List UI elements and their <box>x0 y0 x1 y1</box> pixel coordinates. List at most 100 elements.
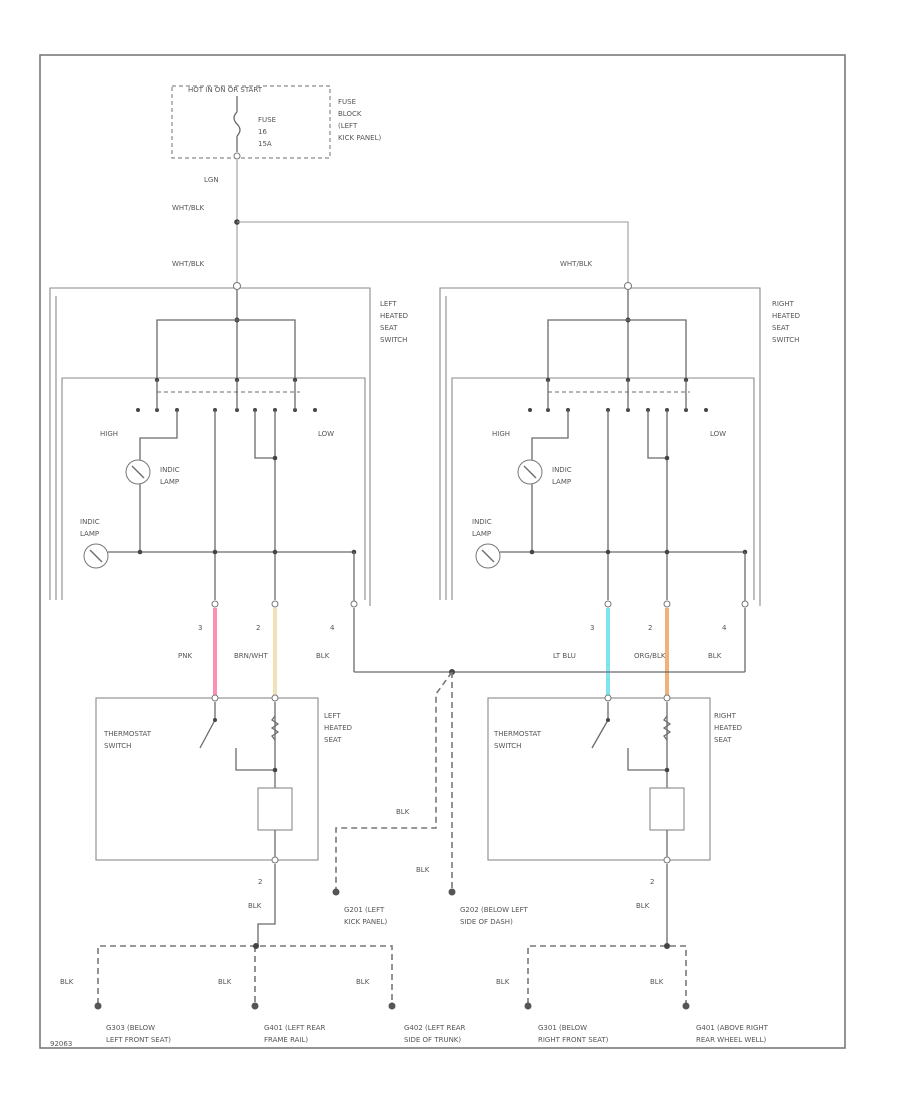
ground-label-4a: G301 (BELOW <box>538 1024 587 1032</box>
right-pin-3: 4 <box>722 624 727 632</box>
right-thermostat-switch-icon <box>591 719 609 749</box>
left-pin-3: 4 <box>330 624 335 632</box>
ground-icon <box>332 888 340 896</box>
right-seat-name-1: RIGHT <box>714 712 737 720</box>
right-low-label: LOW <box>710 430 726 438</box>
left-heated-seat-switch: LEFT HEATED SEAT SWITCH HIGH LOW INDIC <box>49 282 408 606</box>
diagram-frame <box>39 54 846 1049</box>
right-indic-lamp-label-2: LAMP <box>552 478 571 486</box>
ground-icon <box>682 1002 690 1010</box>
right-seat-name-3: SEAT <box>714 736 732 744</box>
left-heated-seat: LEFT HEATED SEAT THERMOSTAT SWITCH 2 BLK <box>95 694 352 910</box>
ground-label-1a: G303 (BELOW <box>106 1024 155 1032</box>
ground-label-1b: LEFT FRONT SEAT) <box>106 1036 171 1044</box>
right-wire-color-1: LT BLU <box>553 652 576 660</box>
left-switch-name-1: LEFT <box>380 300 397 308</box>
ground-icon <box>251 1002 259 1010</box>
left-illum-lamp-label-1: INDIC <box>80 518 100 526</box>
left-thermostat-1: THERMOSTAT <box>103 730 152 738</box>
right-seat-wire: BLK <box>636 902 650 910</box>
ground-icon <box>448 888 456 896</box>
left-thermostat-2: SWITCH <box>104 742 131 750</box>
bottom-left-wire-1: BLK <box>60 978 74 986</box>
footer-code: 92063 <box>50 1040 72 1048</box>
feed-wire-color: LGN <box>204 176 219 184</box>
left-high-label: HIGH <box>100 430 118 438</box>
left-wire-color-2: BRN/WHT <box>234 652 268 660</box>
left-thermostat-switch-icon <box>199 719 216 749</box>
fuse-text-2: 16 <box>258 128 267 136</box>
right-ground-tree: BLK BLK <box>496 864 690 1010</box>
right-switch-name-4: SWITCH <box>772 336 799 344</box>
ground-label-5b: REAR WHEEL WELL) <box>696 1036 766 1044</box>
mid-ground-wire: BLK <box>396 808 410 816</box>
ground-icon <box>94 1002 102 1010</box>
left-switch-name-4: SWITCH <box>380 336 407 344</box>
right-resistor-icon <box>662 715 672 741</box>
mid-ground-wire-2: BLK <box>416 866 430 874</box>
left-seat-name-3: SEAT <box>324 736 342 744</box>
fuse-text-1: FUSE <box>258 116 276 124</box>
right-heated-seat-switch: RIGHT HEATED SEAT SWITCH HIGH LOW INDIC <box>439 282 800 606</box>
g-left-kick-1: G201 (LEFT <box>344 906 385 914</box>
right-heater-element-icon <box>649 787 685 831</box>
bottom-right-wire-2: BLK <box>650 978 664 986</box>
fuse-location-2: BLOCK <box>338 110 362 118</box>
right-heated-seat: RIGHT HEATED SEAT THERMOSTAT SWITCH 2 BL… <box>487 694 742 910</box>
g-dash-1: G202 (BELOW LEFT <box>460 906 528 914</box>
right-wire-color-2: ORG/BLK <box>634 652 666 660</box>
ground-label-3b: SIDE OF TRUNK) <box>404 1036 461 1044</box>
ground-label-5a: G401 (ABOVE RIGHT <box>696 1024 769 1032</box>
left-wire-color-3: BLK <box>316 652 330 660</box>
right-pin-1: 3 <box>590 624 594 632</box>
fuse-header: HOT IN ON OR START <box>188 86 263 94</box>
left-indic-lamp-label-1: INDIC <box>160 466 180 474</box>
middle-grounds: BLK BLK G201 (LEFT KICK PANEL) G202 (BEL… <box>332 671 528 926</box>
left-switch-name-2: HEATED <box>380 312 408 320</box>
right-illum-lamp-label-1: INDIC <box>472 518 492 526</box>
left-wire-color-1: PNK <box>178 652 192 660</box>
left-pin-2: 2 <box>256 624 260 632</box>
splice-wire-color: WHT/BLK <box>172 204 205 212</box>
fuse-text-3: 15A <box>258 140 272 148</box>
left-illum-lamp-label-2: LAMP <box>80 530 99 538</box>
right-wire-color-3: BLK <box>708 652 722 660</box>
left-seat-name-1: LEFT <box>324 712 341 720</box>
left-heater-element-icon <box>257 787 293 831</box>
left-resistor-icon <box>270 715 280 741</box>
fuse-location-4: KICK PANEL) <box>338 134 381 142</box>
right-switch-name-1: RIGHT <box>772 300 795 308</box>
bottom-left-wire-2: BLK <box>218 978 232 986</box>
right-pin-2: 2 <box>648 624 652 632</box>
ground-icon <box>524 1002 532 1010</box>
left-pin-1: 3 <box>198 624 202 632</box>
fuse-location-3: (LEFT <box>338 122 358 130</box>
right-seat-name-2: HEATED <box>714 724 742 732</box>
right-thermostat-2: SWITCH <box>494 742 521 750</box>
left-indic-lamp-label-2: LAMP <box>160 478 179 486</box>
bottom-left-wire-3: BLK <box>356 978 370 986</box>
right-thermostat-1: THERMOSTAT <box>493 730 542 738</box>
left-seat-pin: 2 <box>258 878 262 886</box>
left-seat-name-2: HEATED <box>324 724 352 732</box>
right-switch-name-2: HEATED <box>772 312 800 320</box>
fuse-icon <box>233 111 241 137</box>
right-illum-lamp-label-2: LAMP <box>472 530 491 538</box>
ground-label-4b: RIGHT FRONT SEAT) <box>538 1036 609 1044</box>
ground-label-3a: G402 (LEFT REAR <box>404 1024 466 1032</box>
g-dash-2: SIDE OF DASH) <box>460 918 513 926</box>
fuse-location-1: FUSE <box>338 98 356 106</box>
left-low-label: LOW <box>318 430 334 438</box>
right-indic-lamp-label-1: INDIC <box>552 466 572 474</box>
left-ground-tree: BLK BLK BLK <box>60 864 396 1010</box>
right-seat-pin: 2 <box>650 878 654 886</box>
fuse-terminal-icon <box>233 152 241 160</box>
bottom-right-wire-1: BLK <box>496 978 510 986</box>
left-seat-wire: BLK <box>248 902 262 910</box>
right-switch-feed-color: WHT/BLK <box>560 260 593 268</box>
g-left-kick-2: KICK PANEL) <box>344 918 387 926</box>
right-switch-name-3: SEAT <box>772 324 790 332</box>
left-switch-feed-color: WHT/BLK <box>172 260 205 268</box>
right-high-label: HIGH <box>492 430 510 438</box>
